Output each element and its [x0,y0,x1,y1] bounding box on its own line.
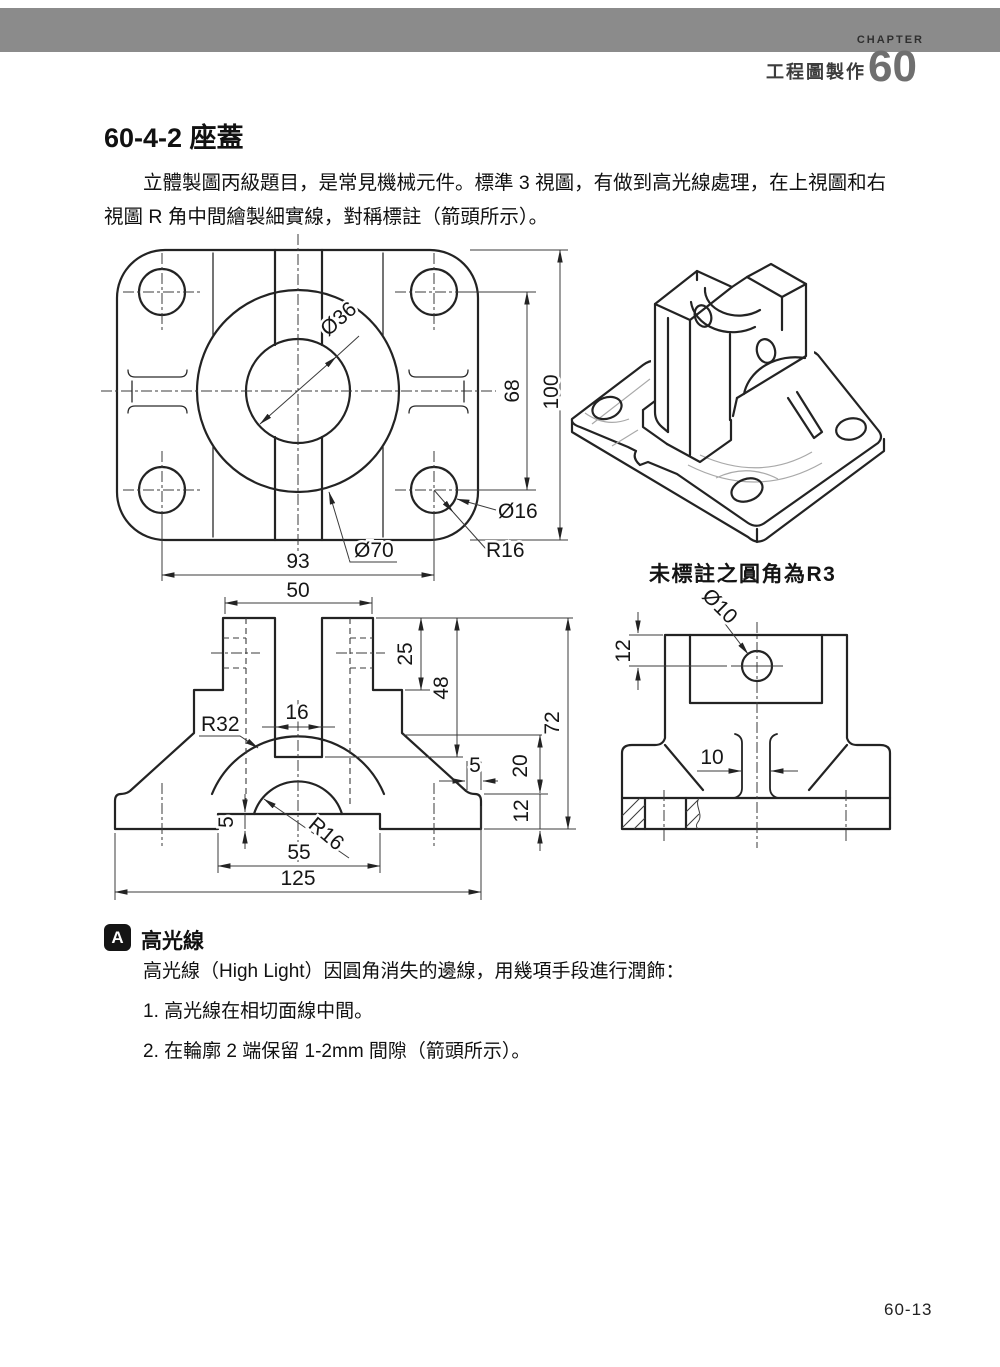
section-a-intro: 高光線（High Light）因圓角消失的邊線，用幾項手段進行潤飾： [143,961,685,982]
dim-label: 125 [280,867,315,890]
dim-label: 5 [469,754,481,777]
dim-label: 12 [510,799,533,822]
section-a-badge: A [104,924,131,951]
chapter-number: 60 [868,42,917,91]
section-a-item: 1. 高光線在相切面線中間。 [143,1001,374,1022]
section-intro: 立體製圖丙級題目，是常見機械元件。標準 3 視圖，有做到高光線處理，在上視圖和右… [104,172,887,228]
dim-label: 5 [215,816,238,828]
front-view: 50 16 25 48 72 20 12 5 [113,577,576,900]
dim-label: 72 [541,711,564,734]
dim-label: 10 [700,746,723,769]
dim-label: 12 [612,639,635,662]
top-view: 68 100 93 Ø36 Ø70 Ø16 R16 [101,234,568,581]
dim-label: 20 [509,754,532,777]
dim-label: 68 [501,379,524,402]
chapter-label: CHAPTER [856,34,924,46]
header-band [0,8,1000,52]
dim-label: 25 [394,642,417,665]
side-view: 12 Ø10 10 [610,582,892,848]
dim-label: 16 [285,701,308,724]
dim-label: Ø10 [697,584,741,628]
section-a-item: 2. 在輪廓 2 端保留 1-2mm 間隙（箭頭所示）。 [143,1041,531,1062]
dim-label: 55 [287,841,310,864]
dim-label: Ø16 [498,500,538,523]
isometric-view [570,252,886,544]
dim-label: R32 [201,713,240,736]
drawing-note: 未標註之圓角為R3 [649,562,836,586]
dim-label: 100 [540,374,563,409]
dim-label: R16 [486,539,525,562]
dim-label: 48 [430,676,453,699]
dim-label: 50 [286,579,309,602]
section-heading: 60-4-2 座蓋 [104,123,244,153]
dim-label: Ø70 [354,539,394,562]
dim-label: 93 [286,550,309,573]
book-title: 工程圖製作 [766,62,866,82]
section-a-title: 高光線 [141,930,204,953]
page-number: 60-13 [884,1300,933,1319]
